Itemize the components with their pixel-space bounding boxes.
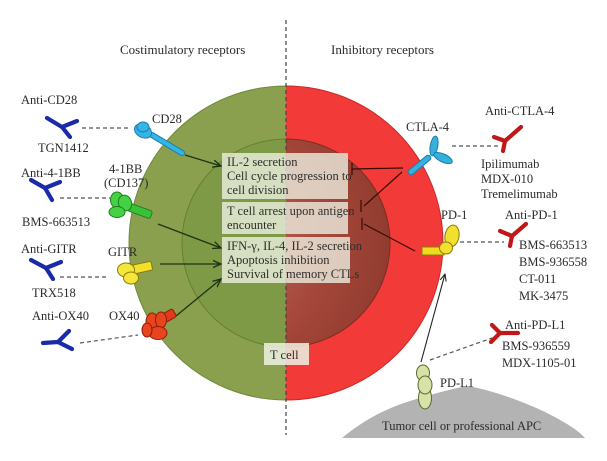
tremelimumab-label: Tremelimumab: [481, 187, 558, 201]
arrow-ox40: [175, 279, 221, 317]
t-cell-label: T cell: [264, 343, 309, 365]
inhibit-pd1-arrest: [361, 218, 416, 252]
ox40-label: OX40: [109, 309, 140, 323]
bms663513-pd1-label: BMS-663513: [519, 238, 587, 252]
mdx010-label: MDX-010: [481, 172, 533, 186]
anti-gitr-antibody-icon: [28, 257, 64, 282]
gitr-label: GITR: [108, 245, 138, 259]
outcome-box-arrest: T cell arrest upon antigen encounter: [222, 202, 355, 234]
anti-pd1-label: Anti-PD-1: [505, 208, 558, 222]
inhibit-ctla4-proliferation: [351, 163, 404, 175]
arrow-pdl1-pd1: [420, 274, 445, 363]
trx518-label: TRX518: [32, 286, 76, 300]
connector-ox40: [79, 334, 139, 344]
ipilimumab-label: Ipilimumab: [481, 157, 539, 171]
apc-label: Tumor cell or professional APC: [382, 419, 541, 433]
inhibit-ctla4-arrest: [360, 171, 403, 212]
outcome-text: IFN-γ, IL-4, IL-2 secretion: [227, 239, 363, 253]
outcome-text: IL-2 secretion: [227, 155, 298, 169]
outcome-text: cell division: [227, 183, 289, 197]
41bb-sublabel: (CD137): [104, 176, 148, 190]
outcome-text: Survival of memory CTLs: [227, 267, 359, 281]
tgn1412-label: TGN1412: [38, 141, 89, 155]
costimulatory-header: Costimulatory receptors: [120, 42, 245, 57]
anti-ctla4-label: Anti-CTLA-4: [485, 104, 555, 118]
connector-pdl1: [429, 337, 493, 361]
anti-cd28-label: Anti-CD28: [21, 93, 77, 107]
outcome-text: encounter: [227, 218, 277, 232]
anti-pd1-antibody-icon: [497, 221, 529, 249]
connectors: [60, 127, 504, 361]
outcome-box-proliferation: IL-2 secretion Cell cycle progression to…: [222, 153, 352, 199]
outcome-box-survival: IFN-γ, IL-4, IL-2 secretion Apoptosis in…: [222, 237, 363, 283]
anti-gitr-label: Anti-GITR: [21, 242, 77, 256]
anti-ox40-antibody-icon: [40, 328, 75, 352]
arrow-cd28: [184, 154, 221, 166]
pd1-label: PD-1: [441, 208, 467, 222]
ctla4-label: CTLA-4: [406, 120, 450, 134]
inhibitory-header: Inhibitory receptors: [331, 42, 434, 57]
bms936558-label: BMS-936558: [519, 255, 587, 269]
ox40-receptor-icon: [141, 308, 177, 340]
cd28-receptor-icon: [133, 121, 185, 156]
41bb-receptor-icon: [108, 191, 153, 219]
anti-41bb-label: Anti-4-1BB: [21, 166, 81, 180]
arrow-41bb: [157, 223, 221, 248]
gitr-receptor-icon: [117, 260, 153, 285]
bms663513-label: BMS-663513: [22, 215, 90, 229]
outcome-text: Apoptosis inhibition: [227, 253, 330, 267]
mk3475-label: MK-3475: [519, 289, 568, 303]
apc-cell: [342, 386, 585, 438]
anti-ctla4-antibody-icon: [491, 124, 524, 154]
pd1-receptor-icon: [421, 224, 460, 256]
anti-41bb-antibody-icon: [28, 177, 63, 203]
ctla4-receptor-icon: [407, 135, 453, 176]
anti-pdl1-label: Anti-PD-L1: [505, 318, 565, 332]
pdl1-ligand-icon: [416, 364, 433, 410]
t-cell-text: T cell: [270, 348, 299, 362]
pdl1-label: PD-L1: [440, 376, 474, 390]
41bb-label: 4-1BB: [109, 162, 142, 176]
outcome-text: Cell cycle progression to: [227, 169, 352, 183]
anti-pdl1-antibody-icon: [488, 322, 521, 345]
cd28-label: CD28: [152, 112, 182, 126]
anti-ox40-label: Anti-OX40: [32, 309, 89, 323]
anti-cd28-antibody-icon: [44, 115, 80, 140]
mdx110501-label: MDX-1105-01: [502, 356, 577, 370]
outcome-text: T cell arrest upon antigen: [227, 204, 355, 218]
bms936559-label: BMS-936559: [502, 339, 570, 353]
ct011-label: CT-011: [519, 272, 556, 286]
